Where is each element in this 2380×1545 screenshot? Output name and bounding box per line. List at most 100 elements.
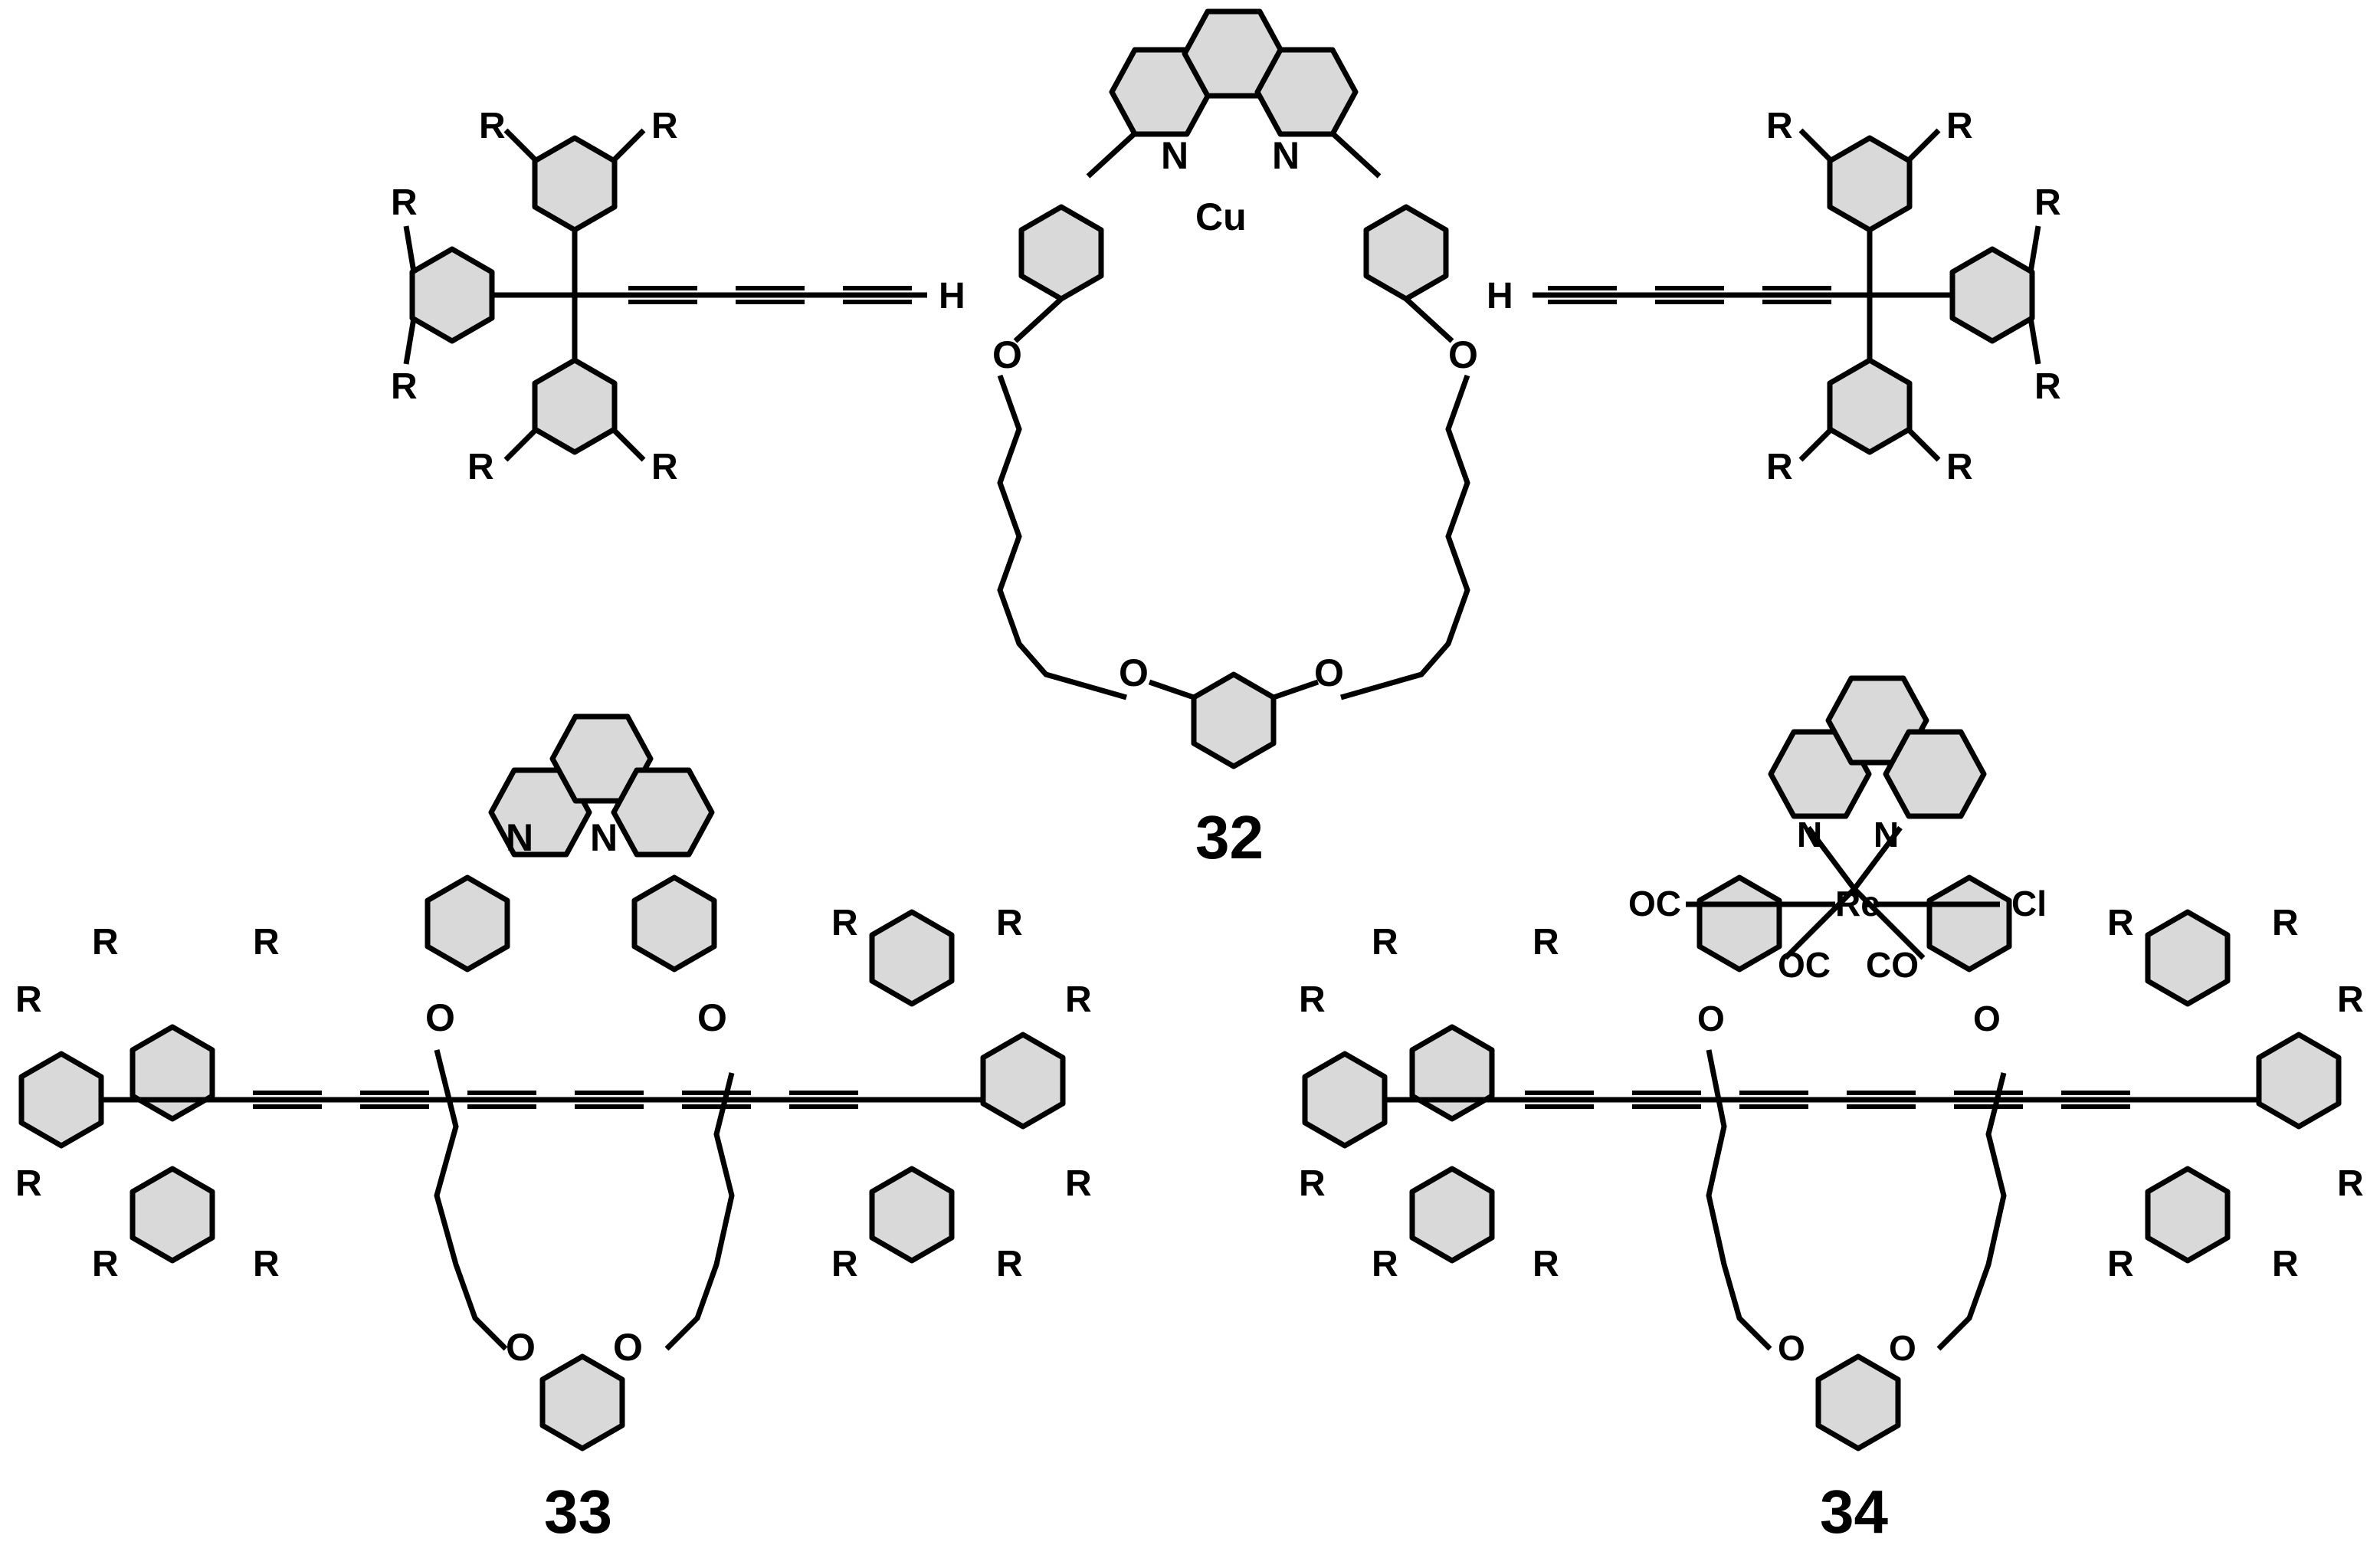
substituent-label: R — [996, 903, 1023, 943]
compound-label-34: 34 — [1820, 1478, 1888, 1545]
aryl-ring — [1305, 1054, 1385, 1146]
substituent-label: R — [391, 366, 418, 407]
substituent-label: R — [651, 447, 678, 487]
stopper-top-left-labels: R R R R R R H — [391, 106, 965, 487]
oxygen-label: O — [1778, 1328, 1805, 1368]
aryl-ring — [1021, 207, 1101, 299]
aryl-ring — [535, 138, 615, 230]
carbonyl-ligand-label: OC — [1778, 945, 1831, 985]
rotaxane-33 — [21, 717, 1063, 1448]
substituent-label: R — [1065, 1163, 1092, 1204]
aryl-ring — [872, 912, 952, 1004]
substituent-label: R — [467, 447, 494, 487]
resorcinol-ring — [1194, 674, 1274, 766]
aryl-ring — [1929, 877, 2009, 969]
oxygen-label: O — [697, 996, 727, 1039]
nitrogen-label: N — [590, 816, 618, 859]
substituent-label: R — [2107, 1244, 2134, 1284]
aryl-ring — [2148, 1169, 2228, 1261]
substituent-label: R — [651, 106, 678, 146]
substituent-label: R — [1299, 1163, 1326, 1204]
compound-label-32: 32 — [1195, 803, 1264, 871]
terminal-hydrogen-label: H — [1487, 276, 1513, 317]
aryl-ring — [1412, 1169, 1492, 1261]
substituent-label: R — [1372, 922, 1398, 963]
aryl-ring — [2259, 1035, 2339, 1127]
oxygen-label: O — [1448, 333, 1478, 376]
oxygen-label: O — [1119, 651, 1149, 694]
substituent-label: R — [1766, 106, 1793, 146]
aryl-ring — [428, 877, 507, 969]
substituent-label: R — [2107, 903, 2134, 943]
aryl-ring — [1412, 1027, 1492, 1119]
nitrogen-label: N — [1797, 815, 1822, 855]
nitrogen-label: N — [506, 816, 533, 859]
substituent-label: R — [1946, 106, 1973, 146]
substituent-label: R — [996, 1244, 1023, 1284]
substituent-label: R — [1065, 979, 1092, 1020]
substituent-label: R — [253, 922, 280, 963]
aryl-ring — [133, 1027, 212, 1119]
resorcinol-ring — [543, 1356, 622, 1448]
aryl-ring — [1366, 207, 1446, 299]
rotaxane-34 — [1305, 678, 2339, 1448]
aryl-ring — [535, 360, 615, 452]
metal-label: Cu — [1195, 195, 1247, 238]
substituent-label: R — [92, 922, 119, 963]
oxygen-label: O — [1889, 1328, 1916, 1368]
triple-bond-group — [1548, 288, 1831, 302]
substituent-label: R — [1299, 979, 1326, 1020]
macrocycle-32 — [997, 11, 1470, 766]
oxygen-label: O — [992, 333, 1022, 376]
resorcinol-ring — [1818, 1356, 1898, 1448]
aryl-ring — [133, 1169, 212, 1261]
aryl-ring — [983, 1035, 1063, 1127]
phenanthroline-ring — [1257, 50, 1356, 134]
rotaxane-34-substituents: R R R R R R R R R R R R — [1299, 903, 2364, 1284]
substituent-label: R — [831, 903, 858, 943]
nitrogen-label: N — [1161, 134, 1188, 177]
substituent-label: R — [92, 1244, 119, 1284]
substituent-label: R — [1533, 922, 1559, 963]
substituent-label: R — [2034, 366, 2061, 407]
stopper-top-right-labels: R R R R R R H — [1487, 106, 2061, 487]
terminal-hydrogen-label: H — [939, 276, 965, 317]
aryl-ring — [1952, 249, 2032, 341]
rotaxane-34-labels: N N Re OC OC CO Cl O O O O 34 — [1628, 815, 2047, 1545]
aryl-ring — [872, 1169, 952, 1261]
nitrogen-label: N — [1874, 815, 1899, 855]
aryl-ring — [412, 249, 492, 341]
substituent-label: R — [253, 1244, 280, 1284]
compound-label-33: 33 — [544, 1478, 612, 1545]
oxygen-label: O — [425, 996, 455, 1039]
oxygen-label: O — [613, 1326, 643, 1369]
substituent-label: R — [831, 1244, 858, 1284]
substituent-label: R — [2272, 1244, 2299, 1284]
oxygen-label: O — [506, 1326, 536, 1369]
metal-label: Re — [1835, 884, 1880, 923]
aryl-ring — [1830, 138, 1910, 230]
phenanthroline-ring — [1886, 732, 1984, 816]
oxygen-label: O — [1697, 999, 1725, 1038]
substituent-label: R — [15, 1163, 42, 1204]
carbonyl-ligand-label: CO — [1866, 945, 1919, 985]
substituent-label: R — [479, 106, 506, 146]
substituent-label: R — [1372, 1244, 1398, 1284]
substituent-label: R — [1766, 447, 1793, 487]
aryl-ring — [21, 1054, 101, 1146]
substituent-label: R — [2337, 979, 2364, 1020]
substituent-label: R — [2272, 903, 2299, 943]
aryl-ring — [634, 877, 714, 969]
aryl-ring — [1700, 877, 1779, 969]
chloride-ligand-label: Cl — [2011, 884, 2047, 923]
rotaxane-33-substituents: R R R R R R R R R R R R — [15, 903, 1092, 1284]
oxygen-label: O — [1314, 651, 1344, 694]
aryl-ring — [2148, 912, 2228, 1004]
substituent-label: R — [391, 182, 418, 223]
substituent-label: R — [2034, 182, 2061, 223]
substituent-label: R — [1533, 1244, 1559, 1284]
rotaxane-33-labels: N N O O O O 33 — [425, 816, 727, 1545]
aryl-ring — [1830, 360, 1910, 452]
substituent-label: R — [15, 979, 42, 1020]
